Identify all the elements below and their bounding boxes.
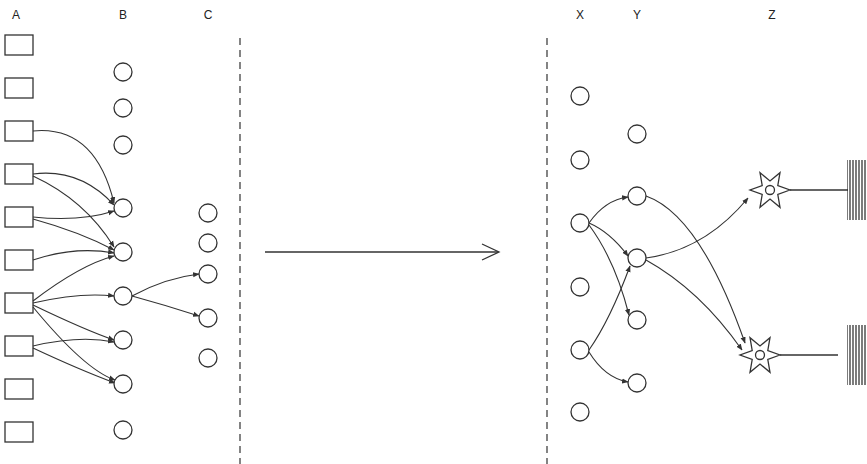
receptor-square	[5, 35, 33, 442]
cell-circle	[628, 125, 646, 392]
transition-arrow	[265, 244, 499, 260]
column-label: Y	[633, 9, 641, 21]
connection-line	[33, 131, 115, 383]
column-label: X	[576, 9, 584, 21]
connection-line	[646, 196, 748, 350]
column-label: B	[119, 9, 127, 21]
cell-circle	[571, 87, 589, 421]
column-label: C	[204, 9, 213, 21]
cell-circle	[114, 63, 132, 439]
cell-circle	[199, 204, 217, 367]
column-label: Z	[768, 9, 775, 21]
divider-line	[240, 38, 547, 464]
muscle-fibres	[847, 160, 867, 385]
motor-neuron	[750, 173, 848, 208]
column-label: A	[12, 9, 20, 21]
motor-neuron	[740, 338, 838, 373]
connection-line	[589, 197, 630, 382]
connection-line	[132, 274, 199, 316]
